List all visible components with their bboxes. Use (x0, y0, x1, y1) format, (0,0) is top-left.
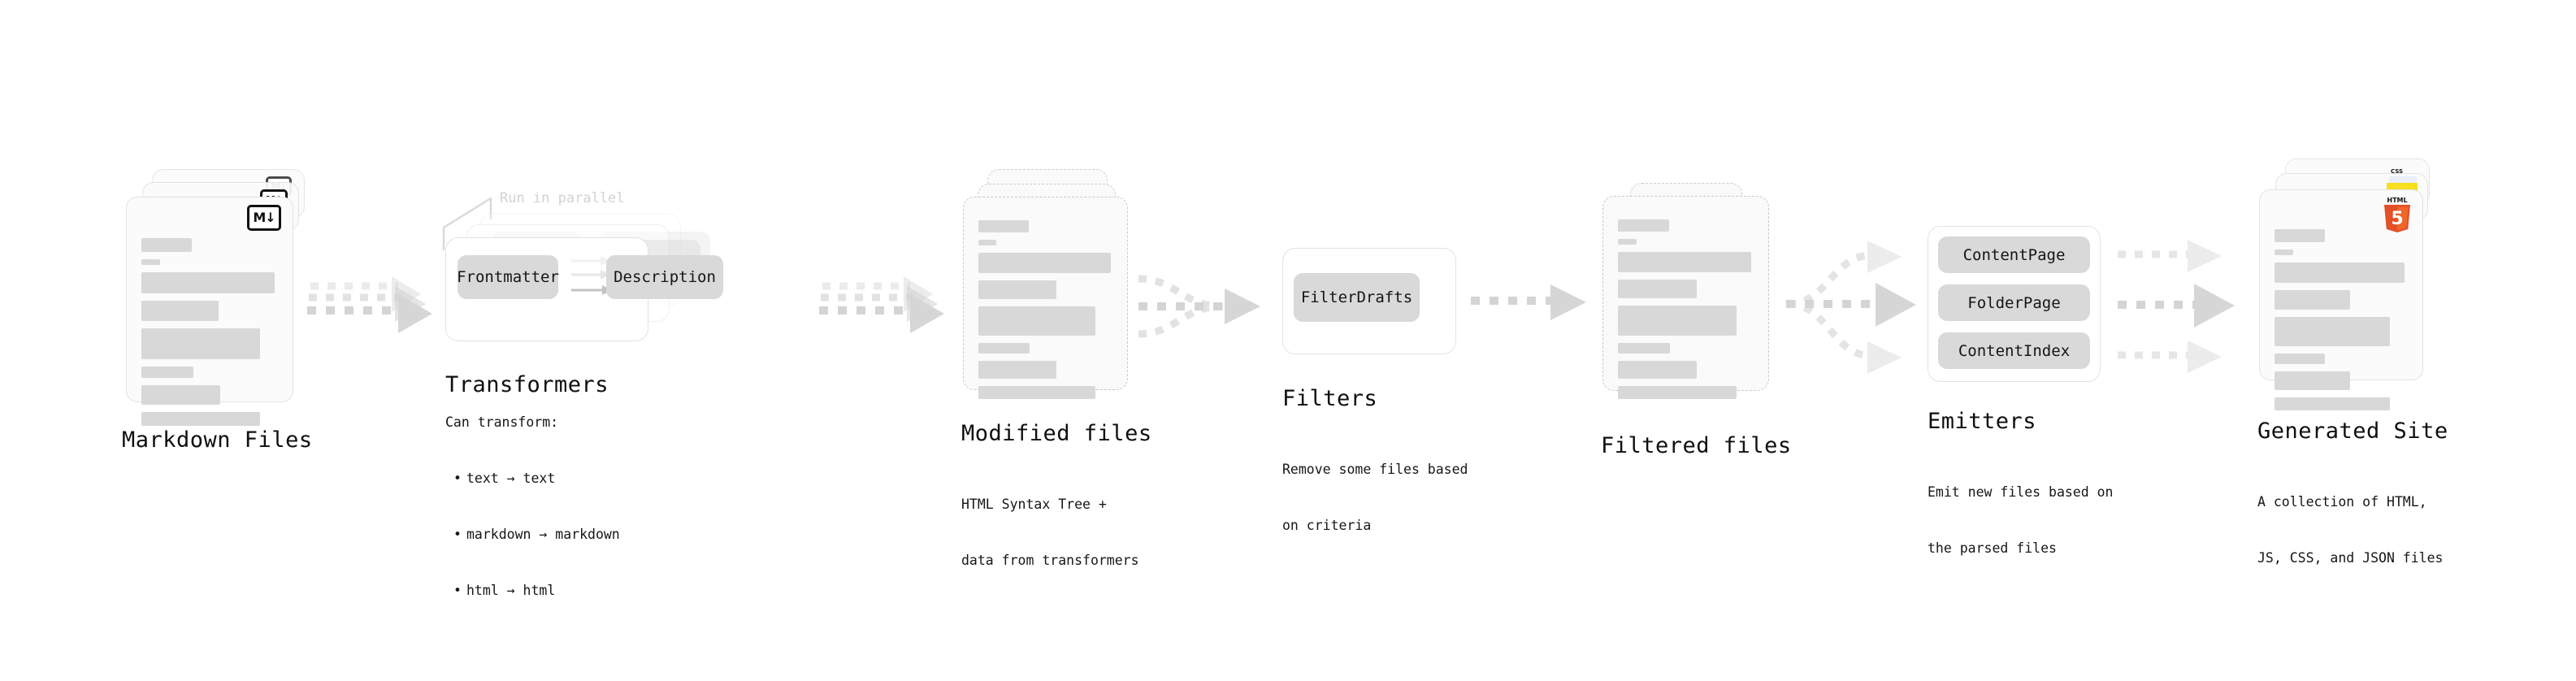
stage-title-filters: Filters (1282, 386, 1378, 411)
skeleton-bar (141, 238, 192, 252)
skeleton-bar (978, 240, 996, 245)
emitter-chip-folderpage-label: FolderPage (1967, 293, 2061, 312)
subtitle-line: HTML Syntax Tree + (961, 497, 1107, 512)
subtitle-line: JS, CSS, and JSON files (2257, 550, 2444, 566)
subtitle-line: on criteria (1282, 518, 1372, 533)
css-icon-label: CSS (2391, 168, 2404, 175)
skeleton-bar (978, 343, 1030, 354)
transformer-chip-description-label: Description (614, 268, 716, 286)
skeleton-bar (2275, 262, 2405, 283)
skeleton-bar (978, 386, 1095, 399)
skeleton-bar (1618, 280, 1697, 298)
filtered-card-front (1602, 196, 1769, 399)
stage-title-emitters: Emitters (1928, 409, 2037, 434)
emitters-subtitle: Emit new files based on the parsed files (1928, 445, 2113, 595)
emitter-chip-contentindex[interactable]: ContentIndex (1938, 332, 2090, 369)
generated-site-subtitle: A collection of HTML, JS, CSS, and JSON … (2257, 455, 2443, 605)
modified-card-stack (963, 169, 1142, 413)
skeleton-bar (2275, 317, 2390, 346)
skeleton-bar (141, 367, 193, 378)
transform-item: •markdown → markdown (453, 527, 620, 542)
stage-title-filtered-files: Filtered files (1601, 433, 1792, 458)
skeleton-bar (2275, 371, 2350, 390)
emitter-chip-contentpage[interactable]: ContentPage (1938, 236, 2090, 273)
markdown-card-skeleton (141, 238, 278, 433)
run-in-parallel-bracket (442, 197, 492, 250)
stage-title-transformers: Transformers (445, 372, 609, 397)
arrow-filtered-to-emitters (1781, 228, 1944, 390)
transformer-chip-frontmatter[interactable]: Frontmatter (457, 255, 559, 299)
stage-generated-site: CSS HTML 5 (2257, 158, 2448, 566)
transform-item: •text → text (453, 471, 556, 486)
emitter-chip-contentpage-label: ContentPage (1962, 245, 2066, 264)
filtered-card-stack (1602, 183, 1781, 419)
transformer-chip-frontmatter-label: Frontmatter (457, 268, 559, 286)
skeleton-bar (1618, 361, 1697, 379)
transformer-chip-description[interactable]: Description (606, 255, 723, 299)
modified-files-subtitle: HTML Syntax Tree + data from transformer… (961, 458, 1139, 607)
run-in-parallel-label: Run in parallel (500, 190, 625, 206)
arrow-transformers-to-modified (819, 276, 949, 341)
skeleton-bar (1618, 386, 1737, 399)
skeleton-bar (978, 361, 1056, 379)
stage-filtered-files: Filtered files (1601, 183, 1791, 458)
subtitle-line: the parsed files (1928, 540, 2057, 556)
skeleton-bar (1618, 306, 1737, 336)
emitter-chip-contentindex-label: ContentIndex (1958, 341, 2071, 360)
skeleton-bar (141, 259, 160, 265)
subtitle-line: Remove some files based (1282, 462, 1468, 477)
stage-modified-files: Modified files HTML Syntax Tree + data f… (961, 169, 1151, 568)
svg-text:HTML: HTML (2387, 197, 2407, 204)
subtitle-line: Emit new files based on (1928, 484, 2114, 500)
transformer-inner-arrows (571, 256, 612, 295)
markdown-card-stack: M↓ M↓ M↓ (126, 169, 305, 426)
skeleton-bar (2275, 397, 2390, 410)
stage-title-modified-files: Modified files (961, 421, 1152, 446)
skeleton-bar (2275, 249, 2293, 255)
skeleton-bar (141, 272, 275, 293)
skeleton-bar (1618, 252, 1751, 272)
skeleton-bar (978, 253, 1111, 273)
html5-icon: HTML 5 (2380, 195, 2414, 234)
markdown-icon: M↓ (247, 205, 281, 231)
skeleton-bar (1618, 343, 1670, 354)
site-card-front: HTML 5 (2259, 189, 2423, 410)
skeleton-bar (141, 328, 260, 359)
markdown-card-front: M↓ (126, 197, 293, 426)
skeleton-bar (978, 306, 1095, 336)
modified-card-skeleton (978, 220, 1112, 406)
svg-text:5: 5 (2391, 209, 2403, 229)
modified-card-front (963, 197, 1128, 399)
stage-title-markdown-files: Markdown Files (122, 427, 313, 453)
transformers-subtitle-heading: Can transform: (445, 414, 559, 430)
skeleton-bar (1618, 239, 1637, 245)
skeleton-bar (1618, 219, 1669, 232)
emitter-chip-folderpage[interactable]: FolderPage (1938, 284, 2090, 321)
arrow-emitters-to-site (2113, 232, 2275, 386)
arrow-filters-to-filtered (1471, 284, 1601, 333)
skeleton-bar (2275, 354, 2325, 364)
skeleton-bar (978, 280, 1056, 299)
skeleton-bar (141, 385, 220, 405)
subtitle-line: data from transformers (961, 553, 1139, 568)
skeleton-bar (2275, 229, 2325, 242)
arrow-modified-to-filters (1134, 264, 1288, 354)
arrow-markdown-to-transformers (307, 276, 437, 341)
transformers-subtitle-items: •text → text •markdown → markdown •html … (453, 432, 620, 637)
filter-chip-filterdrafts-label: FilterDrafts (1300, 288, 1413, 306)
filters-subtitle: Remove some files based on criteria (1282, 423, 1468, 572)
stage-title-generated-site: Generated Site (2257, 419, 2448, 444)
transform-item: •html → html (453, 583, 556, 598)
site-card-skeleton (2275, 229, 2408, 418)
subtitle-line: A collection of HTML, (2257, 494, 2427, 510)
filtered-card-skeleton (1618, 219, 1754, 406)
stage-markdown-files: M↓ M↓ M↓ Markdown Files (122, 169, 312, 453)
filter-chip-filterdrafts[interactable]: FilterDrafts (1294, 273, 1420, 322)
skeleton-bar (141, 412, 260, 426)
skeleton-bar (2275, 290, 2350, 310)
site-card-stack: CSS HTML 5 (2259, 158, 2446, 410)
skeleton-bar (141, 301, 219, 321)
skeleton-bar (978, 220, 1029, 232)
